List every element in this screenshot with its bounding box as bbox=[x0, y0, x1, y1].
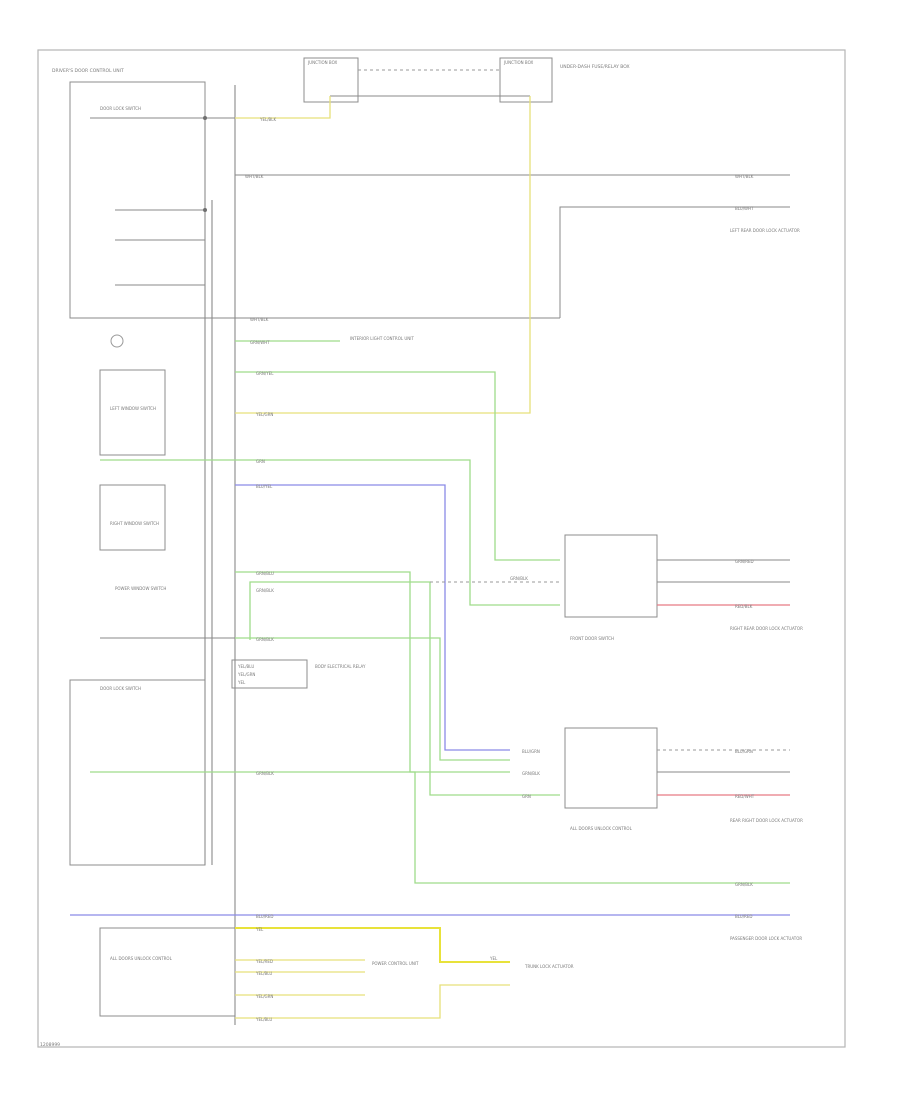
wire-label: YEL/GRN bbox=[255, 412, 273, 417]
driver-switch-block bbox=[69, 81, 206, 319]
footer-code: 1208999 bbox=[40, 1042, 60, 1048]
wire-label: BLU/RED bbox=[735, 914, 752, 919]
wire-label: BLU/YEL bbox=[256, 484, 273, 489]
wire-label: GRN/BLK bbox=[510, 576, 528, 581]
right-window-actuator-box bbox=[564, 727, 658, 809]
wire-label: GRN/BLK bbox=[256, 637, 274, 642]
top-right-connector bbox=[499, 57, 553, 103]
wire-label: BLU/GRN bbox=[522, 749, 540, 754]
left-window-actuator-box bbox=[564, 534, 658, 618]
rear-right-door-label: REAR RIGHT DOOR LOCK ACTUATOR bbox=[730, 818, 803, 823]
top-right-title: UNDER-DASH FUSE/RELAY BOX bbox=[560, 64, 630, 70]
wire-yellow-bold bbox=[235, 927, 510, 963]
top-right-connector-label: JUNCTION BOX bbox=[503, 60, 533, 65]
wire-green-5 bbox=[235, 637, 510, 761]
wire-label: GRN/BLK bbox=[256, 588, 274, 593]
right-window-switch-label: RIGHT WINDOW SWITCH bbox=[110, 521, 159, 526]
wire-green-3 bbox=[235, 571, 510, 773]
right-rear-actuator-label: RIGHT REAR DOOR LOCK ACTUATOR bbox=[730, 626, 803, 631]
right-window-switch-block bbox=[99, 484, 166, 551]
left-window-switch-label: LEFT WINDOW SWITCH bbox=[110, 406, 156, 411]
wire-label: YEL/GRN bbox=[255, 994, 273, 999]
body-relay-line2: YEL/GRN bbox=[237, 672, 255, 677]
junction-dot bbox=[203, 116, 207, 120]
wire-label: YEL/BLU bbox=[255, 1017, 272, 1022]
passenger-door-label: PASSENGER DOOR LOCK ACTUATOR bbox=[730, 936, 802, 941]
wire-label: RED/BLK bbox=[735, 604, 753, 609]
wire-label: YEL/BLU bbox=[255, 971, 272, 976]
body-relay-line3: YEL bbox=[237, 680, 246, 685]
wire-label: YEL/BLK bbox=[259, 117, 277, 122]
wire-label: GRN/WHT bbox=[250, 340, 270, 345]
all-doors-unlock-label: ALL DOORS UNLOCK CONTROL bbox=[110, 956, 173, 961]
wire-yellow-vertical bbox=[235, 96, 531, 414]
wire-label: GRN/BLK bbox=[735, 882, 753, 887]
body-relay-line1: YEL/BLU bbox=[237, 664, 254, 669]
door-lock-switch-2-label: DOOR LOCK SWITCH bbox=[100, 686, 141, 691]
power-window-switch-label: POWER WINDOW SWITCH bbox=[115, 586, 166, 591]
wire-label: WHT/BLK bbox=[735, 174, 754, 179]
right-window-actuator-label: ALL DOORS UNLOCK CONTROL bbox=[570, 826, 633, 831]
wire-label: YEL bbox=[489, 956, 498, 961]
wire-label: YEL/RED bbox=[255, 959, 273, 964]
top-left-connector bbox=[303, 57, 359, 103]
wire-green-2 bbox=[100, 459, 560, 606]
wire-label: WHT/BLK bbox=[245, 174, 264, 179]
wire-black-right bbox=[559, 206, 790, 318]
wire-green-lower bbox=[90, 771, 790, 884]
wire-label: GRN/BLK bbox=[522, 771, 540, 776]
wire-label: YEL bbox=[255, 927, 264, 932]
wire-label: GRN/BLU bbox=[256, 571, 274, 576]
wire-label: GRN/YEL bbox=[256, 371, 274, 376]
wire-label: WHT/BLK bbox=[250, 317, 269, 322]
all-doors-unlock-block bbox=[99, 927, 236, 1017]
left-window-actuator-label: FRONT DOOR SWITCH bbox=[570, 636, 614, 641]
wire-label: BLU/WHT bbox=[735, 206, 754, 211]
trunk-lock-label: TRUNK LOCK ACTUATOR bbox=[524, 964, 574, 969]
wire-label: GRN/RED bbox=[735, 559, 754, 564]
diagram-frame bbox=[37, 49, 846, 1048]
left-window-switch-block bbox=[99, 369, 166, 456]
top-left-title: DRIVER'S DOOR CONTROL UNIT bbox=[52, 68, 124, 74]
wire-blue-1 bbox=[235, 484, 510, 751]
driver-switch-label: DOOR LOCK SWITCH bbox=[100, 106, 141, 111]
wire-label: BLU/GRN bbox=[735, 749, 753, 754]
wire-label: GRN bbox=[256, 459, 265, 464]
wire-yellow-top bbox=[235, 96, 331, 119]
interior-light-lamp bbox=[110, 334, 124, 348]
body-relay-label: BODY ELECTRICAL RELAY bbox=[315, 664, 366, 669]
left-rear-actuator-label: LEFT REAR DOOR LOCK ACTUATOR bbox=[730, 228, 800, 233]
wire-yellow-b4 bbox=[235, 984, 510, 1019]
wire-green-1 bbox=[235, 371, 560, 561]
wire-label: GRN bbox=[522, 794, 531, 799]
top-left-connector-label: JUNCTION BOX bbox=[307, 60, 337, 65]
power-control-unit-label: POWER CONTROL UNIT bbox=[372, 961, 419, 966]
wire-label: RED/WHT bbox=[735, 794, 755, 799]
body-relay-box bbox=[231, 659, 308, 689]
junction-dot bbox=[203, 208, 207, 212]
wire-label: GRN/BLK bbox=[256, 771, 274, 776]
wire-label: BLU/RED bbox=[256, 914, 273, 919]
interior-light-label: INTERIOR LIGHT CONTROL UNIT bbox=[350, 336, 414, 341]
